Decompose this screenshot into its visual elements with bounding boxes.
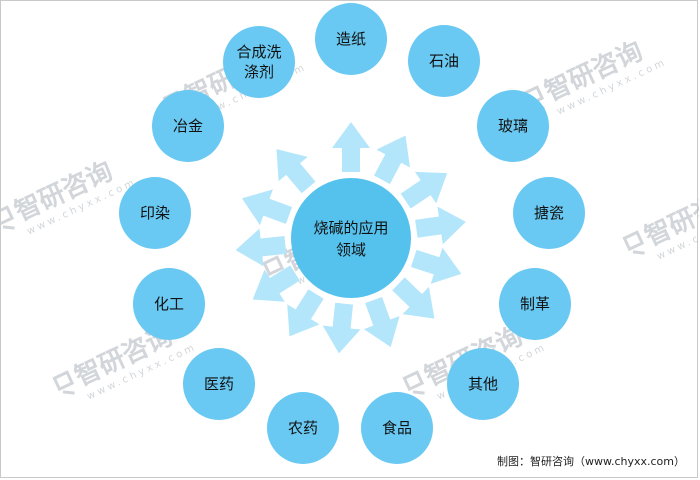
node-huagong: 化工 xyxy=(133,268,205,340)
watermark-logo-icon xyxy=(52,370,75,395)
direction-arrow-icon xyxy=(374,135,411,184)
node-yinran: 印染 xyxy=(119,177,191,249)
node-circle xyxy=(223,26,295,98)
node-tangci: 搪瓷 xyxy=(513,177,585,249)
node-circle xyxy=(408,25,480,97)
node-label: 合成洗 xyxy=(236,43,281,61)
node-label: 制革 xyxy=(520,295,550,313)
center-circle xyxy=(291,178,411,298)
node-label: 印染 xyxy=(140,204,170,222)
direction-arrow-icon xyxy=(287,289,324,337)
source-caption: 制图：智研咨询（www.chyxx.com） xyxy=(496,455,685,468)
center-node: 烧碱的应用 领域 xyxy=(291,178,411,298)
node-zhige: 制革 xyxy=(499,268,571,340)
node-label: 农药 xyxy=(288,419,318,437)
node-circle xyxy=(499,268,571,340)
center-label-line1: 烧碱的应用 xyxy=(313,219,388,237)
node-circle xyxy=(267,392,339,464)
node-label: 冶金 xyxy=(173,117,203,135)
node-label: 造纸 xyxy=(336,30,366,48)
center-label-line2: 领域 xyxy=(336,241,366,259)
node-yejin: 冶金 xyxy=(152,90,224,162)
direction-arrow-icon xyxy=(400,171,448,209)
node-circle xyxy=(315,3,387,75)
watermark-logo-icon xyxy=(402,370,425,395)
direction-arrow-icon xyxy=(241,189,293,226)
direction-arrow-icon xyxy=(392,277,435,319)
node-label: 食品 xyxy=(382,419,412,437)
node-circle xyxy=(447,348,519,420)
node-circle xyxy=(133,268,205,340)
node-circle xyxy=(183,348,255,420)
direction-arrow-icon xyxy=(322,302,361,354)
direction-arrow-icon xyxy=(410,247,462,284)
direction-arrow-icon xyxy=(276,149,316,194)
watermark-logo-icon xyxy=(1,205,15,230)
node-qita: 其他 xyxy=(447,348,519,420)
watermark-logo-icon xyxy=(622,230,645,255)
node-circle xyxy=(361,392,433,464)
node-label: 涤剂 xyxy=(244,63,274,81)
node-label: 化工 xyxy=(154,295,184,313)
node-label: 搪瓷 xyxy=(534,204,564,222)
node-label: 石油 xyxy=(429,52,459,70)
node-circle xyxy=(477,90,549,162)
node-nongyao: 农药 xyxy=(267,392,339,464)
node-shipin: 食品 xyxy=(361,392,433,464)
direction-arrow-icon xyxy=(235,228,287,267)
node-label: 医药 xyxy=(204,375,234,393)
direction-arrow-icon xyxy=(252,265,300,302)
node-label: 其他 xyxy=(468,375,498,393)
node-zaozhi: 造纸 xyxy=(315,3,387,75)
node-boli: 玻璃 xyxy=(477,90,549,162)
arrow-layer xyxy=(235,122,466,354)
node-circle xyxy=(152,90,224,162)
node-circle xyxy=(513,177,585,249)
node-circle xyxy=(119,177,191,249)
direction-arrow-icon xyxy=(415,206,466,245)
node-label: 玻璃 xyxy=(498,117,528,135)
direction-arrow-icon xyxy=(363,296,400,348)
node-shiyou: 石油 xyxy=(408,25,480,97)
direction-arrow-icon xyxy=(332,122,370,172)
node-yiyao: 医药 xyxy=(183,348,255,420)
